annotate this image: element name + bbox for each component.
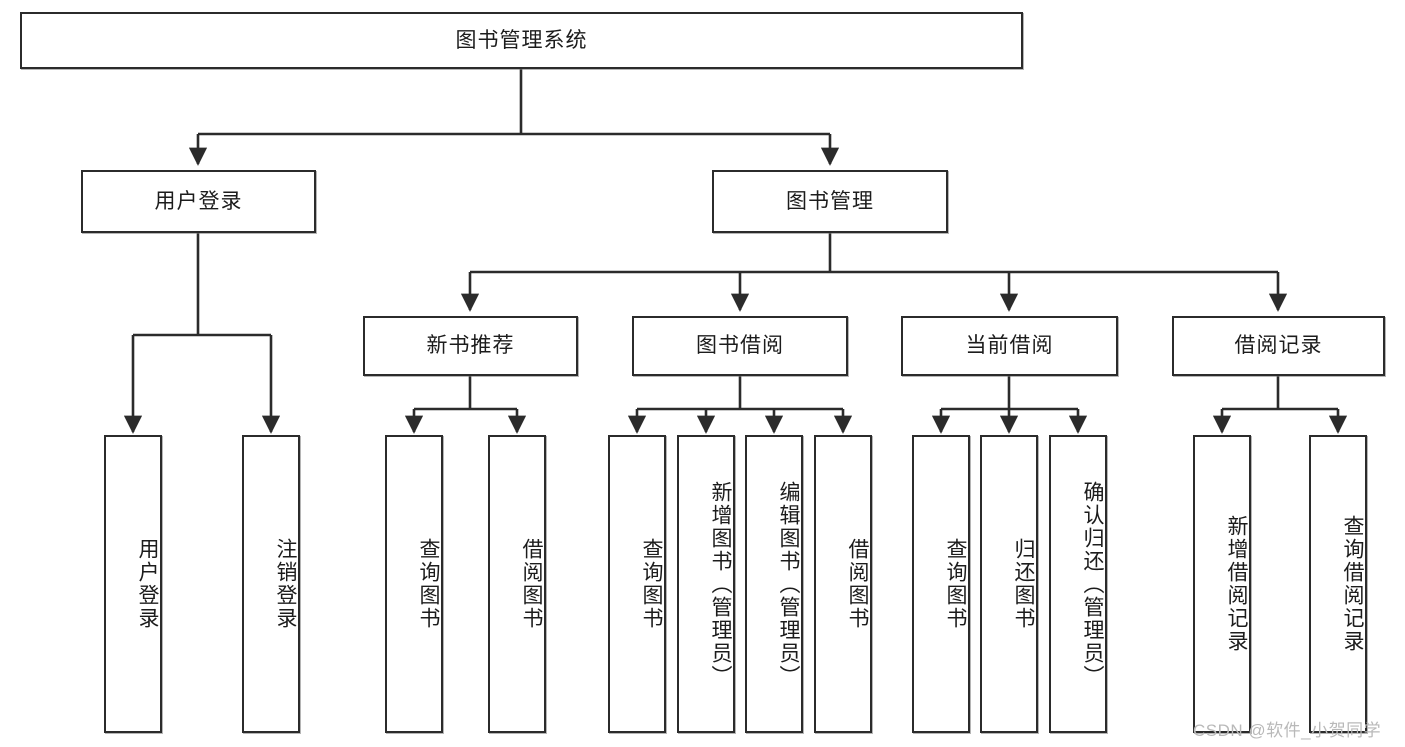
node-borrow-record[interactable]: 借阅记录	[1172, 316, 1385, 376]
node-leaf-rec-query[interactable]: 查询图书	[385, 435, 443, 733]
node-book-manage[interactable]: 图书管理	[712, 170, 948, 233]
node-leaf-borrow-edit-label: 编辑图书（管理员）	[777, 480, 800, 688]
node-leaf-borrow-query[interactable]: 查询图书	[608, 435, 666, 733]
node-leaf-cur-return-label: 归还图书	[1012, 538, 1035, 630]
node-leaf-borrow-edit[interactable]: 编辑图书（管理员）	[745, 435, 803, 733]
node-new-book-rec[interactable]: 新书推荐	[363, 316, 578, 376]
node-leaf-rec-borrow-label: 借阅图书	[520, 538, 543, 630]
node-leaf-cur-confirm-label: 确认归还（管理员）	[1081, 480, 1104, 688]
node-leaf-rec-add-label: 新增借阅记录	[1225, 515, 1248, 653]
node-book-manage-label: 图书管理	[786, 189, 874, 213]
node-book-borrow-label: 图书借阅	[696, 334, 784, 358]
node-leaf-rec-query-label: 查询图书	[417, 538, 440, 630]
node-user-login[interactable]: 用户登录	[81, 170, 316, 233]
node-leaf-user-logout-label: 注销登录	[274, 538, 297, 630]
node-leaf-rec-borrow[interactable]: 借阅图书	[488, 435, 546, 733]
node-leaf-user-logout[interactable]: 注销登录	[242, 435, 300, 733]
node-leaf-rec-add[interactable]: 新增借阅记录	[1193, 435, 1251, 733]
node-leaf-user-login-label: 用户登录	[136, 538, 159, 630]
node-leaf-borrow-lend-label: 借阅图书	[846, 538, 869, 630]
node-root-label: 图书管理系统	[455, 28, 588, 52]
node-leaf-borrow-add[interactable]: 新增图书（管理员）	[677, 435, 735, 733]
node-leaf-cur-return[interactable]: 归还图书	[980, 435, 1038, 733]
node-leaf-user-login[interactable]: 用户登录	[104, 435, 162, 733]
node-leaf-borrow-add-label: 新增图书（管理员）	[709, 480, 732, 688]
node-current-borrow[interactable]: 当前借阅	[901, 316, 1118, 376]
node-leaf-cur-query[interactable]: 查询图书	[912, 435, 970, 733]
node-leaf-cur-confirm[interactable]: 确认归还（管理员）	[1049, 435, 1107, 733]
node-borrow-record-label: 借阅记录	[1234, 334, 1323, 358]
node-book-borrow[interactable]: 图书借阅	[632, 316, 848, 376]
csdn-watermark: CSDN @软件_小贺同学	[1193, 721, 1382, 740]
node-root[interactable]: 图书管理系统	[20, 12, 1023, 69]
node-new-book-rec-label: 新书推荐	[426, 334, 515, 358]
node-current-borrow-label: 当前借阅	[965, 334, 1054, 358]
node-user-login-label: 用户登录	[154, 189, 243, 213]
node-leaf-rec-search[interactable]: 查询借阅记录	[1309, 435, 1367, 733]
node-leaf-rec-search-label: 查询借阅记录	[1341, 515, 1364, 653]
node-leaf-cur-query-label: 查询图书	[944, 538, 967, 630]
node-leaf-borrow-lend[interactable]: 借阅图书	[814, 435, 872, 733]
node-leaf-borrow-query-label: 查询图书	[640, 538, 663, 630]
